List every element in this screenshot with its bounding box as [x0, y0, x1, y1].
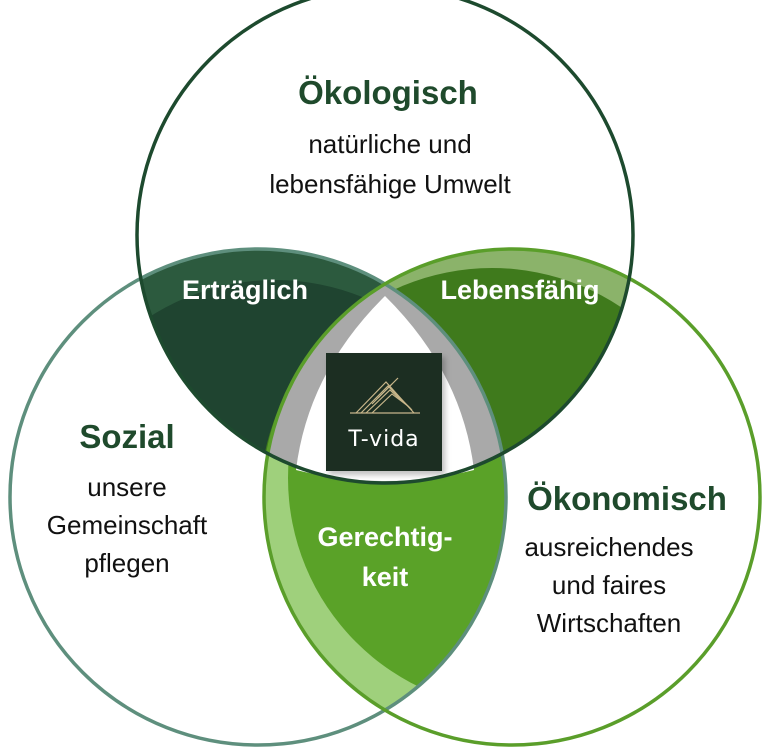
- social-description-line-3: pflegen: [84, 548, 169, 578]
- ecological-description-line-1: natürliche und: [308, 129, 471, 159]
- logo: T-vida: [326, 353, 442, 471]
- overlap-viable-label: Lebensfähig: [440, 275, 599, 305]
- ecological-title: Ökologisch: [298, 74, 478, 111]
- overlap-equitable-label-line-2: keit: [362, 562, 409, 592]
- overlap-bearable-label: Erträglich: [182, 275, 308, 305]
- economic-title: Ökonomisch: [527, 480, 727, 517]
- ecological-label-group: Ökologisch natürliche und lebensfähige U…: [269, 74, 511, 199]
- economic-label-group: Ökonomisch ausreichendes und faires Wirt…: [524, 480, 727, 638]
- circle-outlines: [8, 0, 762, 747]
- social-description-line-1: unsere: [87, 472, 167, 502]
- logo-text: T-vida: [347, 427, 419, 452]
- triangle-lines-icon: [350, 377, 420, 414]
- social-title: Sozial: [79, 418, 174, 455]
- logo-background: [326, 353, 442, 471]
- economic-description-line-2: und faires: [552, 570, 666, 600]
- social-label-group: Sozial unsere Gemeinschaft pflegen: [47, 418, 208, 578]
- circle-social-outline: [8, 247, 508, 747]
- overlap-equitable-label-line-1: Gerechtig-: [317, 522, 452, 552]
- ecological-description-line-2: lebensfähige Umwelt: [269, 169, 511, 199]
- circle-economic-outline: [262, 247, 762, 747]
- circle-ecological-outline: [135, 0, 635, 485]
- economic-description-line-3: Wirtschaften: [537, 608, 682, 638]
- social-description-line-2: Gemeinschaft: [47, 510, 208, 540]
- economic-description-line-1: ausreichendes: [524, 532, 693, 562]
